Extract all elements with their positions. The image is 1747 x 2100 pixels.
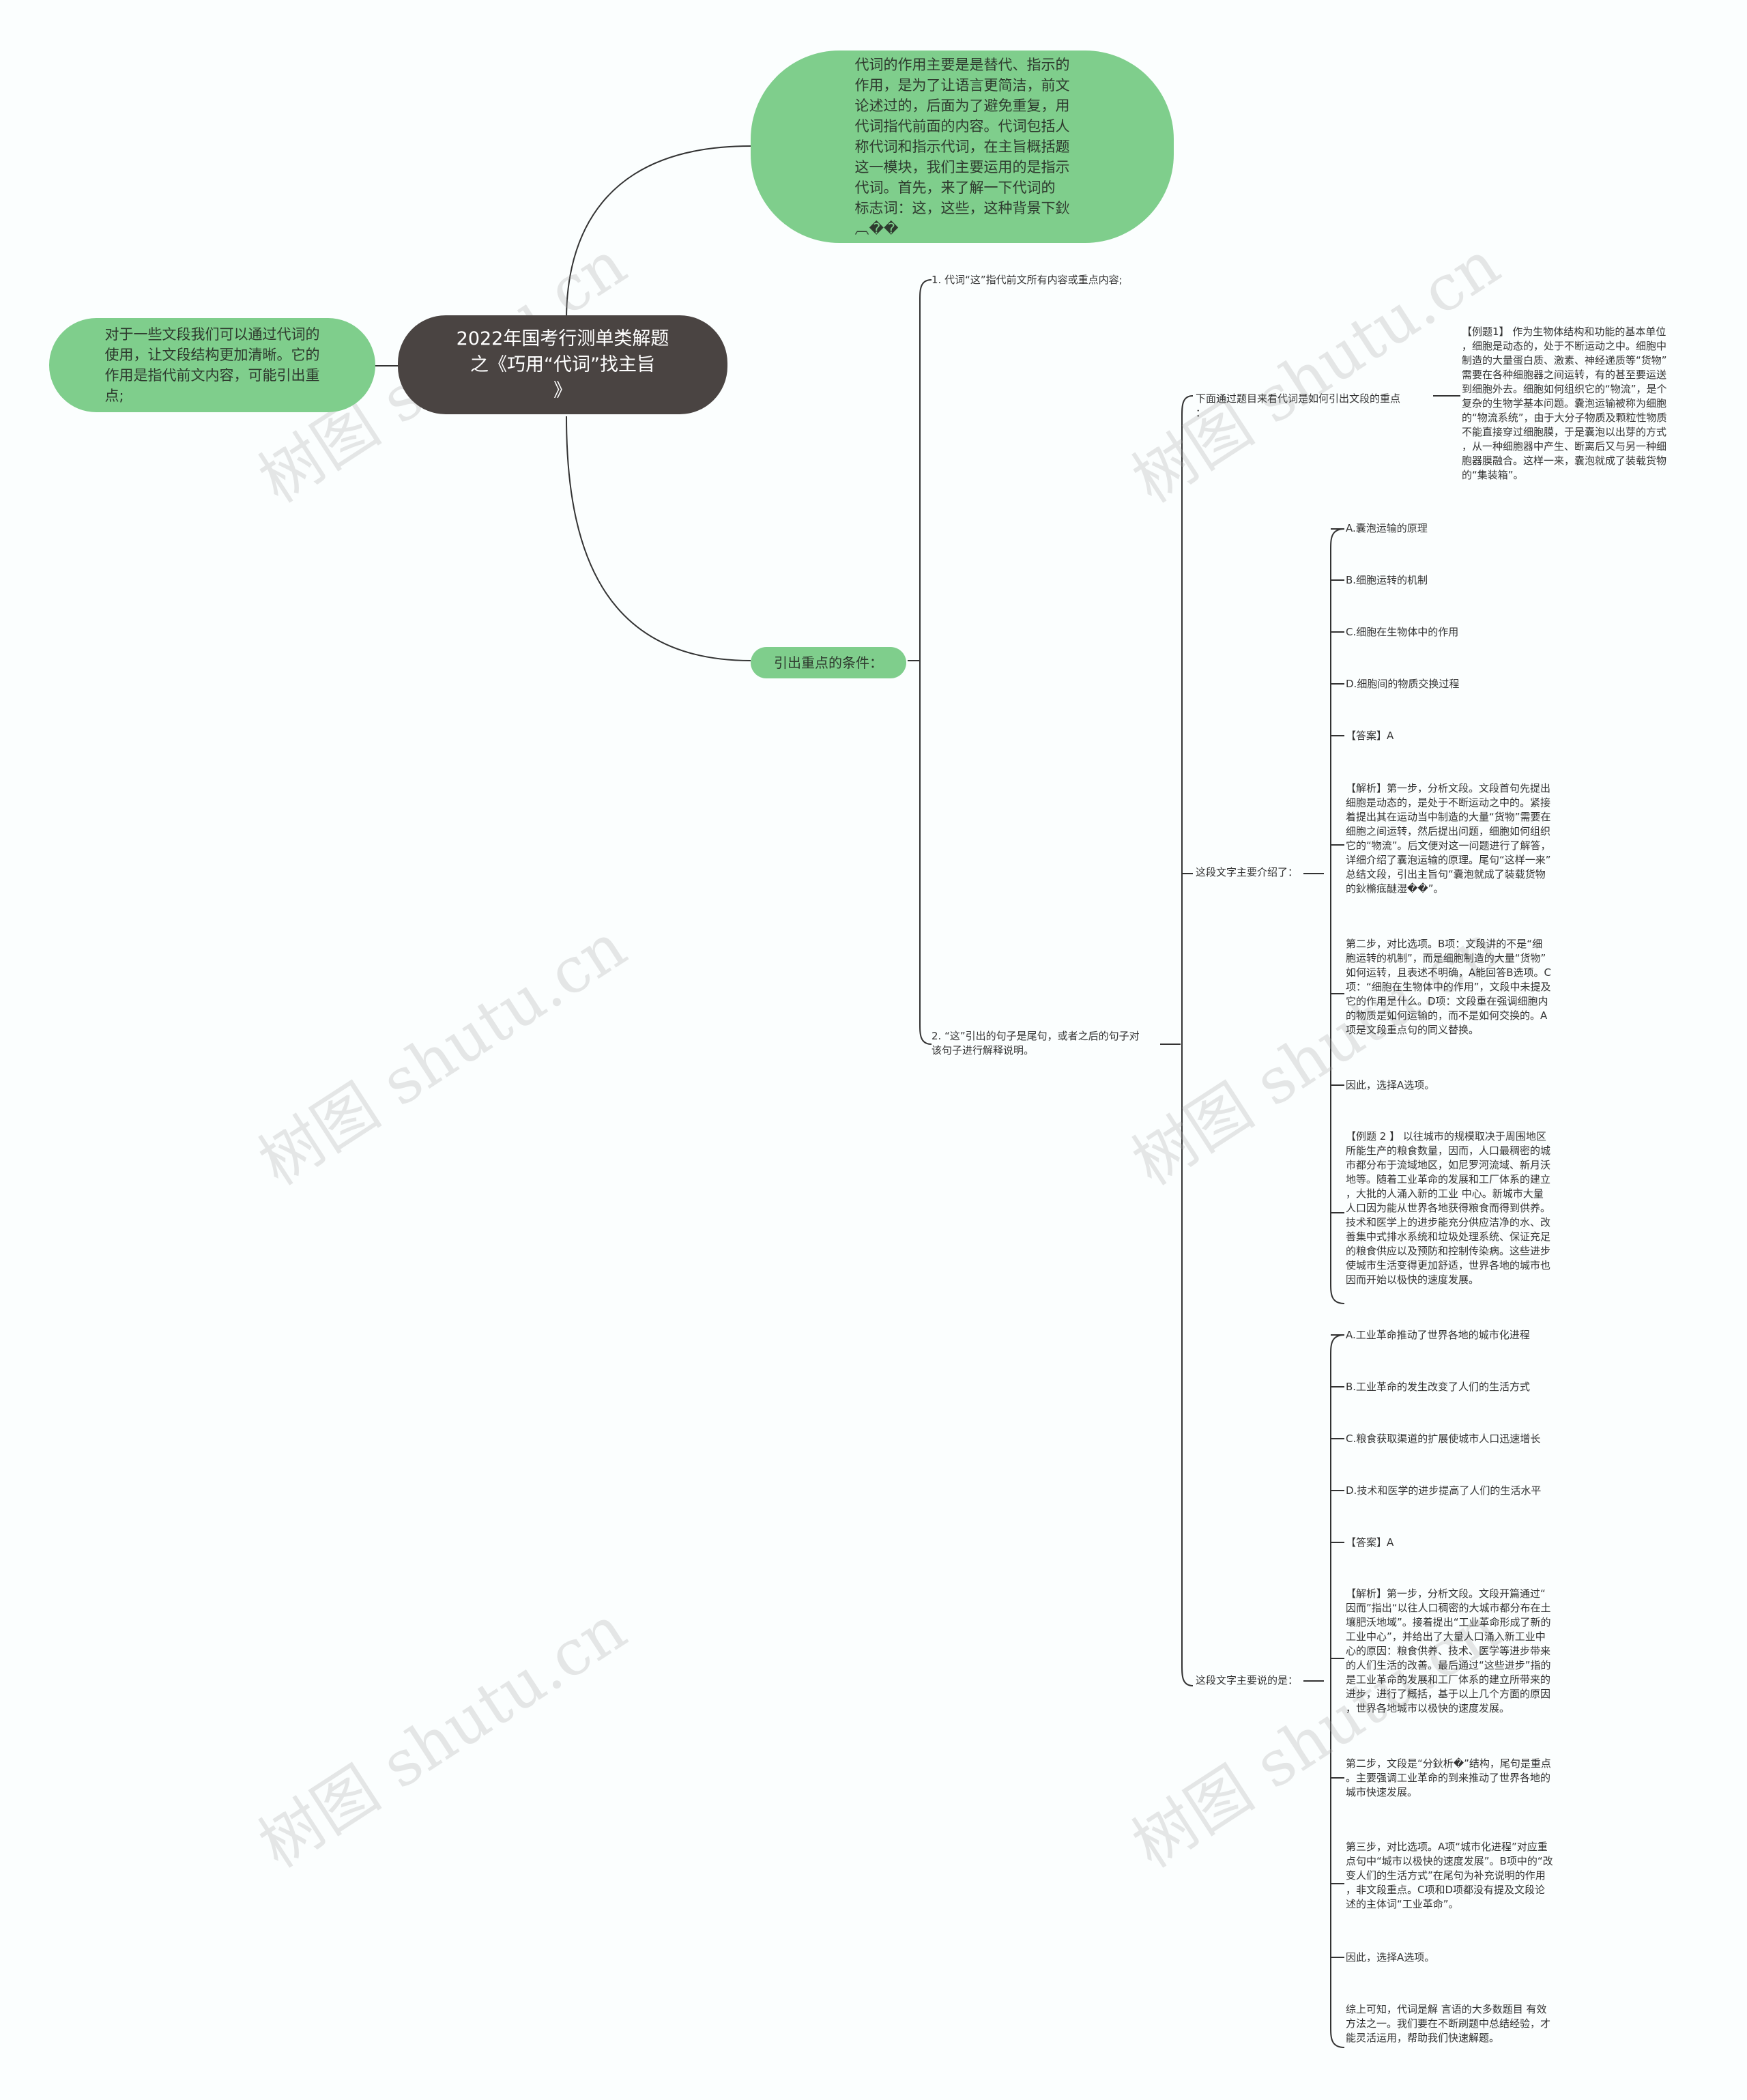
q1-item[interactable]: 【答案】A [1346,730,1394,742]
q1-item[interactable]: 【例题 2 】 以往城市的规模取决于周围地区 所能生产的粮食数量，因而，人口最稠… [1346,1130,1551,1286]
q2-item[interactable]: D.技术和医学的进步提高了人们的生活水平 [1346,1484,1542,1497]
q2-item[interactable]: A.工业革命推动了世界各地的城市化进程 [1346,1329,1530,1341]
q2-item[interactable]: 因此，选择A选项。 [1346,1951,1435,1964]
left-note-node[interactable]: 对于一些文段我们可以通过代词的 使用，让文段结构更加清晰。它的 作用是指代前文内… [49,318,375,412]
q2-item[interactable]: 第二步，文段是“分鈥析�”结构，尾句是重点 。主要强调工业革命的到来推动了世界各… [1346,1757,1551,1798]
intro-label[interactable]: 下面通过题目来看代词是如何引出文段的重点 ： [1196,392,1401,419]
q2-item[interactable]: 【解析】第一步，分析文段。文段开篇通过“ 因而”指出“以往人口稠密的大城市都分布… [1346,1587,1551,1714]
q2-label[interactable]: 这段文字主要说的是： [1196,1674,1299,1686]
q1-item[interactable]: A.囊泡运输的原理 [1346,522,1428,534]
q2-item[interactable]: B.工业革命的发生改变了人们的生活方式 [1346,1381,1531,1393]
top-note-node[interactable]: 代词的作用主要是是替代、指示的 作用，是为了让语言更简洁，前文 论述过的，后面为… [751,51,1174,243]
cond1-label[interactable]: 1. 代词“这”指代前文所有内容或重点内容; [932,274,1123,286]
q2-item[interactable]: 综上可知，代词是解 言语的大多数题目 有效 方法之一。我们要在不断刷题中总结经验… [1346,2003,1551,2044]
q1-item[interactable]: 第二步，对比选项。B项：文段讲的不是“细 胞运转的机制”，而是细胞制造的大量“货… [1346,938,1552,1036]
q1-item[interactable]: 【解析】第一步，分析文段。文段首句先提出 细胞是动态的，是处于不断运动之中的。紧… [1346,782,1551,895]
root-topic[interactable]: 2022年国考行测单类解题 之《巧用“代词”找主旨 》 [398,315,727,414]
q1-label[interactable]: 这段文字主要介绍了： [1196,866,1299,878]
q1-item[interactable]: D.细胞间的物质交换过程 [1346,678,1460,690]
condition-node[interactable]: 引出重点的条件： [751,647,906,678]
q1-item[interactable]: 因此，选择A选项。 [1346,1079,1435,1091]
cond2-label[interactable]: 2. “这”引出的句子是尾句，或者之后的句子对 该句子进行解释说明。 [932,1030,1140,1056]
q1-item[interactable]: C.细胞在生物体中的作用 [1346,626,1459,638]
example1-text[interactable]: 【例题1】 作为生物体结构和功能的基本单位 ，细胞是动态的，处于不断运动之中。细… [1462,326,1667,481]
left-note-text: 对于一些文段我们可以通过代词的 使用，让文段结构更加清晰。它的 作用是指代前文内… [104,326,320,404]
q2-item[interactable]: 第三步，对比选项。A项“城市化进程”对应重 点句中“城市以极快的速度发展”。B项… [1346,1841,1553,1910]
q2-item[interactable]: C.粮食获取渠道的扩展使城市人口迅速增长 [1346,1433,1541,1445]
top-note-text: 代词的作用主要是是替代、指示的 作用，是为了让语言更简洁，前文 论述过的，后面为… [854,57,1070,237]
q2-item[interactable]: 【答案】A [1346,1536,1394,1549]
q1-item[interactable]: B.细胞运转的机制 [1346,574,1428,586]
